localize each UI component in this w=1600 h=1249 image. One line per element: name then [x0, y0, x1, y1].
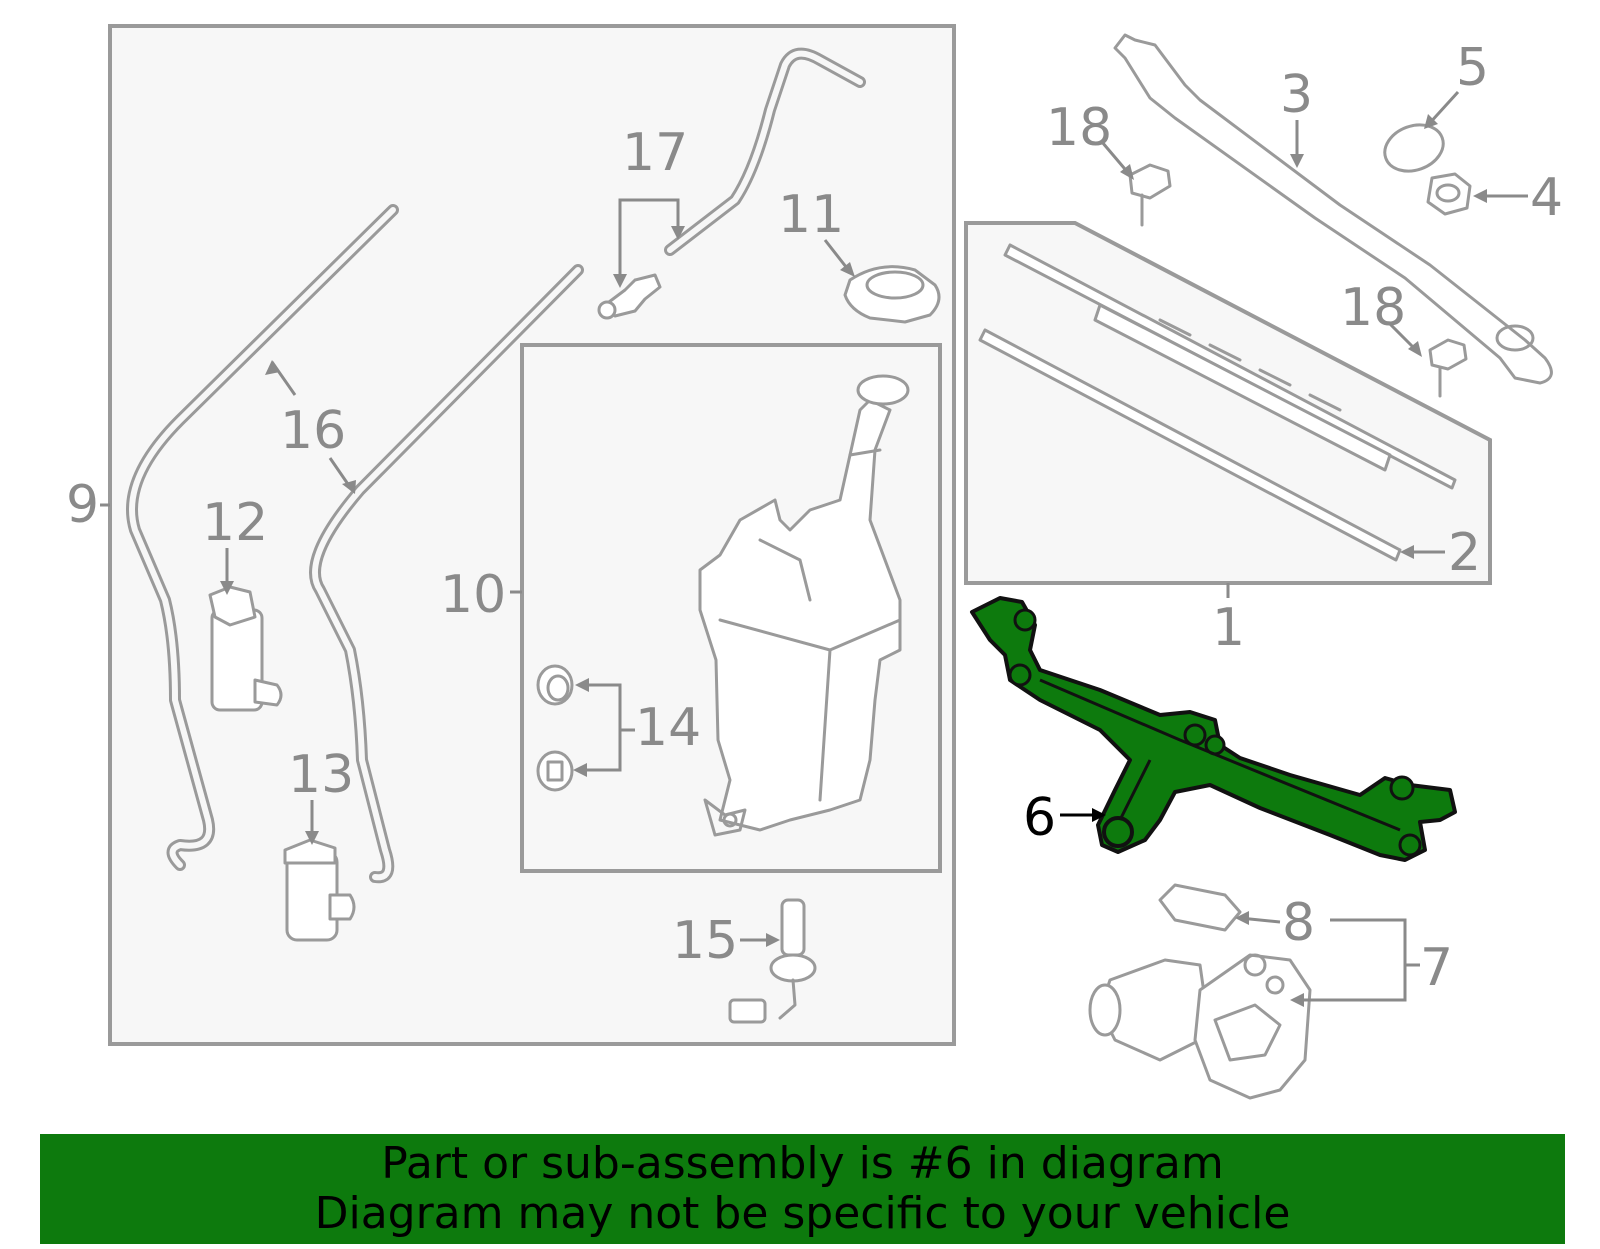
part-info-banner: Part or sub-assembly is #6 in diagram Di… — [40, 1134, 1565, 1244]
washer-nozzle-part — [1128, 163, 1468, 398]
wiper-arm-part — [1113, 33, 1553, 385]
washer-reservoir-part — [698, 374, 910, 837]
washer-pump-12-part — [208, 585, 283, 712]
callout-13: 13 — [288, 745, 354, 805]
callout-2: 2 — [1448, 523, 1481, 583]
callout-17: 17 — [622, 123, 688, 183]
grommet-parts — [536, 664, 574, 792]
level-sensor-part — [728, 898, 817, 1024]
callout-12: 12 — [202, 493, 268, 553]
banner-line-2: Diagram may not be specific to your vehi… — [314, 1188, 1291, 1239]
callout-4: 4 — [1530, 168, 1563, 228]
callout-18a: 18 — [1046, 98, 1112, 158]
wiper-blade-part — [978, 243, 1457, 562]
callout-11: 11 — [778, 185, 844, 245]
callout-15: 15 — [672, 911, 738, 971]
callout-3: 3 — [1280, 65, 1313, 125]
washer-pump-13-part — [283, 838, 356, 942]
hose-part-17 — [597, 47, 866, 320]
callout-16: 16 — [280, 401, 346, 461]
callout-7: 7 — [1420, 938, 1453, 998]
callout-10: 10 — [440, 565, 506, 625]
wiper-motor-part — [1088, 953, 1312, 1100]
wiper-linkage-part-6 — [970, 596, 1457, 862]
cap-ring-part — [1383, 123, 1445, 173]
callout-1: 1 — [1212, 598, 1245, 658]
callout-6: 6 — [1023, 788, 1056, 848]
nut-part — [1426, 172, 1472, 216]
callout-18b: 18 — [1340, 278, 1406, 338]
arrowheads — [220, 114, 1487, 1007]
callout-14: 14 — [635, 698, 701, 758]
callout-9: 9 — [66, 475, 99, 535]
callout-5: 5 — [1456, 38, 1489, 98]
washer-hose-part — [126, 204, 584, 884]
banner-line-1: Part or sub-assembly is #6 in diagram — [381, 1138, 1224, 1189]
reservoir-cap-part — [843, 265, 941, 324]
motor-cover-part — [1158, 883, 1242, 932]
callout-8: 8 — [1282, 893, 1315, 953]
